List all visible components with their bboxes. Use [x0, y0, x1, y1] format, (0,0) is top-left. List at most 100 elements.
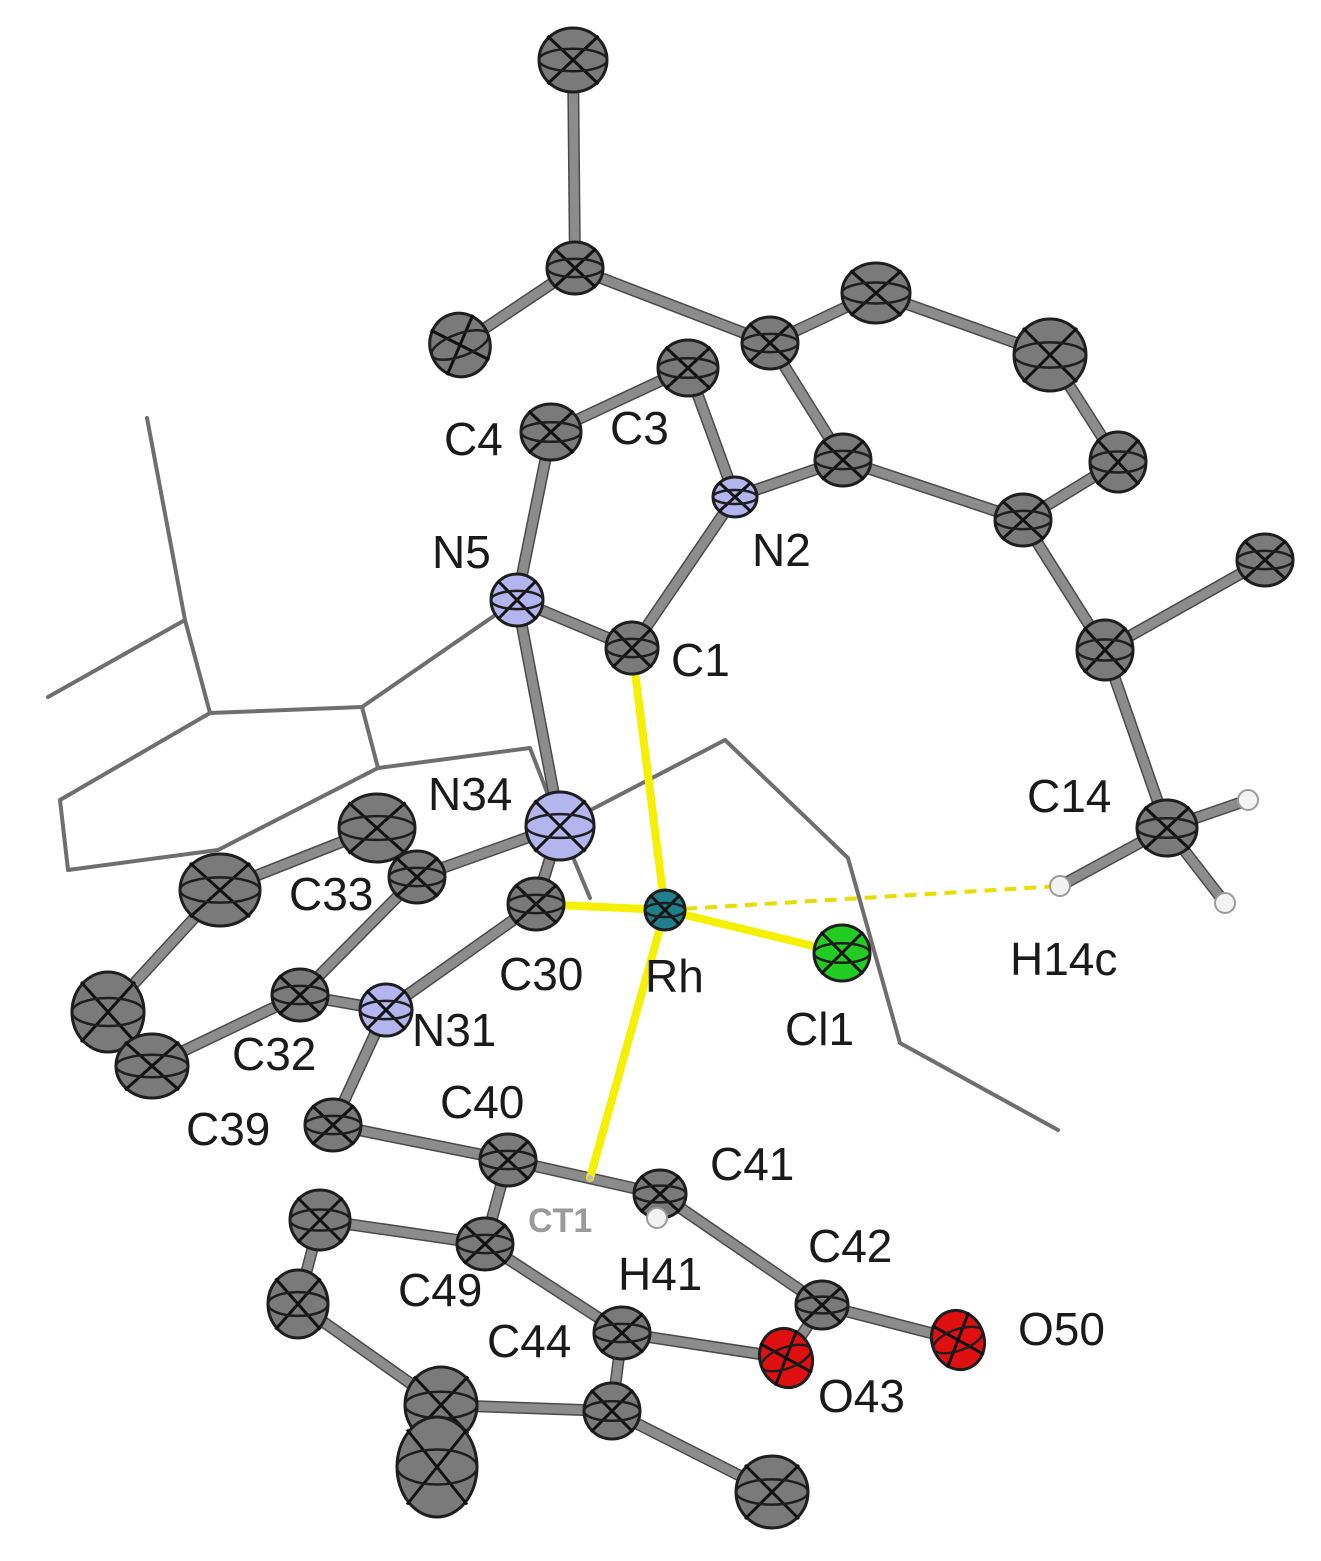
ellipsoid-equator [303, 1114, 363, 1136]
atom-pyA [178, 852, 262, 928]
ellipsoid-equator [395, 1448, 479, 1486]
ellipsoid-axis [945, 1311, 971, 1369]
ellipsoid-equator [813, 449, 873, 471]
ellipsoid-equator [524, 812, 596, 840]
ellipsoid-equator [740, 332, 800, 354]
atom-pyC [114, 1032, 190, 1100]
ellipsoid-equator [455, 1233, 515, 1255]
ellipsoid-axis [801, 1285, 843, 1325]
ellipsoid-axis [405, 1428, 469, 1506]
ellipsoid-axis [124, 1040, 180, 1092]
ellipsoid-axis [310, 1104, 356, 1146]
atom-ellipsoid [1214, 892, 1236, 914]
ellipsoid-axis [1143, 805, 1191, 851]
bond [568, 55, 580, 273]
atom-iPrMe [1235, 532, 1295, 588]
ellipsoid-axis [527, 409, 575, 455]
atom-H14b [1214, 892, 1236, 914]
atom-C4 [519, 402, 583, 462]
atom-bz2 [266, 1268, 330, 1340]
ellipsoid-equator [70, 996, 146, 1028]
wireframe-ligand [46, 416, 1060, 1132]
bond [570, 263, 775, 348]
ellipsoid-axis [611, 627, 653, 669]
atom-iPrC [1075, 618, 1135, 682]
atom-N2 [711, 475, 759, 519]
label-C41: C41 [710, 1138, 794, 1190]
label-C42: C42 [808, 1220, 892, 1272]
label-Rh: Rh [645, 950, 704, 1002]
ellipsoid-axis [394, 856, 440, 898]
atom-C1 [604, 620, 660, 676]
ellipsoid-axis [1000, 499, 1046, 541]
atoms-layer [70, 26, 1295, 1530]
ellipsoid-axis [552, 247, 598, 289]
ellipsoid-equator [266, 1290, 330, 1318]
ellipsoid-equator [337, 814, 417, 842]
label-C14: C14 [1027, 770, 1111, 822]
atom-C39 [303, 1097, 363, 1153]
ellipsoid-equator [506, 893, 566, 915]
ellipsoid-equator [387, 866, 447, 888]
ellipsoid-equator [545, 257, 605, 279]
ellipsoid-equator [932, 1325, 984, 1355]
ellipsoid-axis [664, 345, 712, 391]
atom-ellipsoid [1237, 789, 1259, 811]
ellipsoid-equator [582, 1399, 642, 1423]
ellipsoid-equator [478, 1149, 538, 1171]
atom-N34 [524, 790, 596, 862]
bond [627, 492, 740, 653]
atom-bz4 [395, 1415, 479, 1519]
label-N34: N34 [428, 768, 512, 820]
ellipsoid-equator [537, 47, 609, 73]
ellipsoid-equator [643, 901, 687, 919]
label-C40: C40 [440, 1076, 524, 1128]
bond [838, 455, 1028, 525]
label-C39: C39 [186, 1103, 270, 1155]
ellipsoid-equator [1075, 638, 1135, 662]
coordination-bonds-layer [532, 644, 1061, 1182]
label-N31: N31 [412, 1004, 496, 1056]
ellipsoid-axis [717, 480, 753, 514]
label-C30: C30 [499, 948, 583, 1000]
wireframe-segment [46, 416, 187, 699]
ellipsoid-axis [445, 314, 475, 376]
ellipsoid-equator [519, 420, 583, 444]
bond [655, 1189, 827, 1310]
ellipsoid-equator [656, 356, 720, 380]
ellipsoid-equator [734, 1478, 810, 1506]
atom-H14a [1237, 789, 1259, 811]
ellipsoid-axis [546, 34, 600, 86]
atom-C30 [506, 876, 566, 932]
bond [328, 1120, 513, 1165]
atom-ar6 [813, 432, 873, 488]
atom-Cl1 [812, 923, 872, 983]
atom-O50 [930, 1308, 986, 1372]
atom-tMe [537, 26, 609, 94]
wireframe-segment [58, 705, 380, 872]
ellipsoid-equator [711, 488, 759, 506]
ellipsoid-axis [274, 1277, 322, 1331]
bond [1100, 555, 1270, 655]
atom-C32 [270, 967, 330, 1023]
atom-C49 [455, 1216, 515, 1272]
atom-C3 [656, 338, 720, 398]
label-N5: N5 [432, 526, 491, 578]
hydrogen-contact [664, 884, 1061, 912]
atom-ellipsoid [646, 1207, 668, 1229]
label-N2: N2 [752, 524, 811, 576]
label-CT1: CT1 [528, 1202, 592, 1240]
coordination-bond [628, 644, 669, 914]
ellipsoid-axis [819, 930, 865, 976]
ellipsoid-axis [533, 799, 587, 853]
atom-C33 [387, 849, 447, 905]
wireframe-segment [183, 598, 519, 715]
label-C3: C3 [610, 402, 669, 454]
label-C49: C49 [398, 1264, 482, 1316]
atom-bz1 [288, 1188, 352, 1252]
ellipsoid-axis [188, 861, 252, 919]
centroid-marker [587, 1175, 593, 1181]
ellipsoid-equator [1135, 816, 1199, 840]
